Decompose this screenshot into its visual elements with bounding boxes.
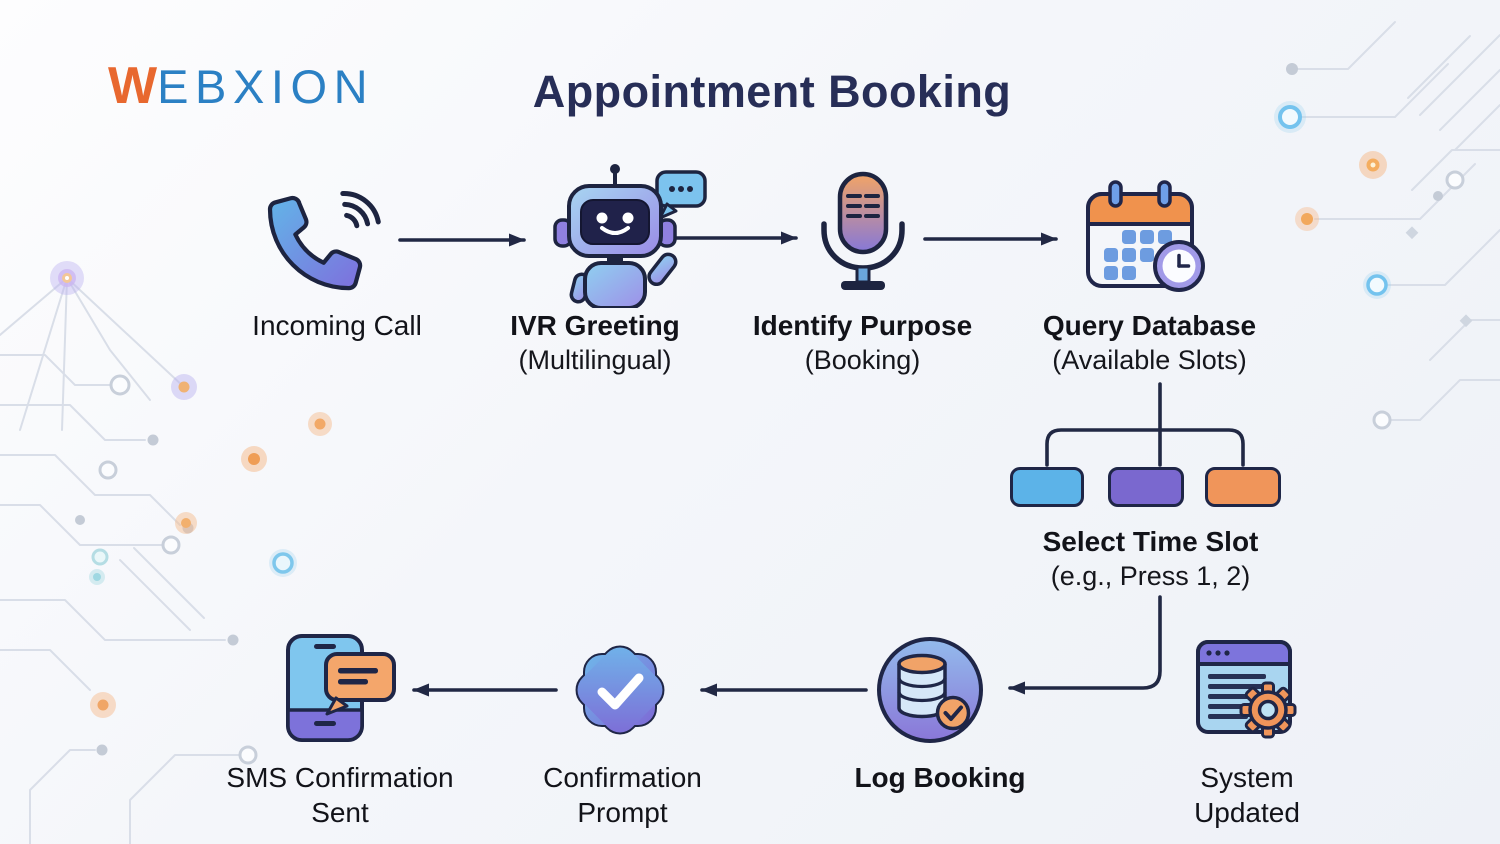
database-check-icon [874, 634, 986, 751]
query-database-label: Query Database [1042, 310, 1257, 341]
branch-bracket-line [1045, 428, 1245, 467]
select-time-slot-sublabel: (e.g., Press 1, 2) [1050, 561, 1251, 591]
ivr-greeting-sublabel: (Multilingual) [518, 345, 672, 375]
node-label-ivr-greeting: IVR Greeting (Multilingual) [470, 308, 720, 378]
time-slot-option-1 [1010, 467, 1084, 507]
page-title: Appointment Booking [532, 66, 1012, 117]
phone-message-icon [278, 632, 408, 751]
circuit-dots-left [75, 374, 258, 765]
node-label-confirmation-prompt: Confirmation Prompt [520, 760, 725, 830]
node-label-query-database: Query Database (Available Slots) [1022, 308, 1277, 378]
node-label-sms-confirmation: SMS Confirmation Sent [215, 760, 465, 830]
sms-confirmation-label: SMS Confirmation Sent [226, 762, 454, 828]
glow-dots-left [50, 261, 332, 718]
microphone-icon [810, 168, 915, 301]
message-bubble [324, 652, 396, 702]
node-label-identify-purpose: Identify Purpose (Booking) [735, 308, 990, 378]
query-database-sublabel: (Available Slots) [1052, 345, 1247, 375]
logo-prefix: W [108, 57, 158, 115]
robot-chat-icon [535, 158, 710, 313]
ivr-greeting-label: IVR Greeting [510, 310, 680, 341]
circuit-dots-right [1286, 63, 1473, 430]
glow-dots-right [1274, 101, 1391, 299]
identify-purpose-sublabel: (Booking) [804, 345, 921, 375]
calendar-clock-icon [1082, 178, 1212, 305]
node-label-select-time-slot: Select Time Slot (e.g., Press 1, 2) [1023, 524, 1278, 594]
verified-badge-icon [564, 634, 676, 751]
node-label-log-booking: Log Booking [815, 760, 1065, 795]
circuit-traces-left [0, 277, 241, 844]
gear-glyph [1239, 681, 1297, 739]
arrow-slot-to-log [1008, 595, 1162, 695]
log-booking-label: Log Booking [854, 762, 1026, 793]
incoming-call-label: Incoming Call [252, 310, 422, 341]
node-label-incoming-call: Incoming Call [212, 308, 462, 343]
time-slot-option-3 [1205, 467, 1281, 507]
time-slot-option-2 [1108, 467, 1184, 507]
confirmation-prompt-label: Confirmation Prompt [543, 762, 702, 828]
webxion-logo: WEBXION [108, 56, 374, 116]
identify-purpose-label: Identify Purpose [752, 310, 973, 341]
logo-text: EBXION [157, 60, 375, 113]
circuit-traces-right [1297, 21, 1500, 421]
select-time-slot-label: Select Time Slot [1042, 526, 1259, 557]
browser-gear-icon [1192, 636, 1304, 751]
phone-call-icon [262, 170, 412, 310]
system-updated-label: System Updated [1194, 762, 1300, 828]
node-label-system-updated: System Updated [1167, 760, 1327, 830]
